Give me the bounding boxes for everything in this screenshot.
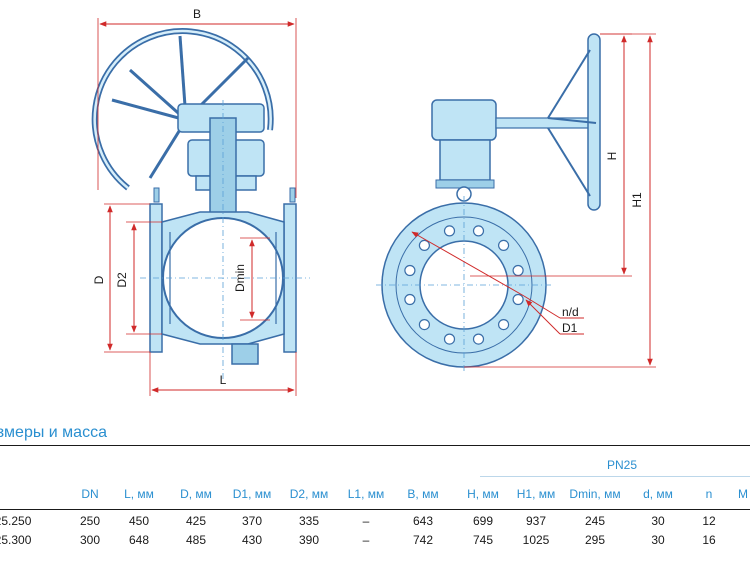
pressure-group-label: PN25 — [606, 458, 638, 472]
dim-label-h: H — [605, 152, 619, 161]
table-cell: 30 — [651, 514, 665, 528]
header-cell-l: L, мм — [124, 487, 154, 501]
header-cell-dn: DN — [81, 487, 99, 501]
bolt-hole — [512, 264, 524, 277]
dim-label-d: D — [92, 275, 106, 284]
header-cell-l1: L1, мм — [347, 487, 385, 501]
table-cell: 30 — [651, 533, 665, 547]
dim-label-dmin: Dmin — [233, 264, 247, 292]
header-cell-d2: D2, мм — [289, 487, 329, 501]
table-top-rule — [0, 445, 750, 446]
dim-label-d2: D2 — [115, 272, 129, 288]
dim-label-l: L — [220, 373, 227, 387]
bolt-hole — [443, 333, 456, 345]
bolt-hole — [418, 319, 430, 331]
table-cell: 250 — [79, 514, 101, 528]
valve-technical-drawing: B D D2 Dmin L — [91, 7, 656, 396]
table-cell: 643 — [412, 514, 434, 528]
section-title: азмеры и масса — [0, 424, 107, 441]
bolt-hole — [472, 333, 485, 345]
table-cell: 12 — [702, 514, 716, 528]
bolt-hole — [512, 293, 524, 306]
bolt-hole — [498, 319, 510, 331]
table-cell: 742 — [412, 533, 434, 547]
header-cell-dmin: Dmin, мм — [569, 487, 621, 501]
table-cell: – — [362, 514, 370, 528]
table-cell: 390 — [298, 533, 320, 547]
header-cell-d: D, мм — [180, 487, 212, 501]
front-view: B D D2 Dmin L — [91, 7, 310, 396]
dim-label-b: B — [193, 7, 201, 21]
label-d1: D1 — [562, 321, 578, 335]
table-cell: 3.025.300 — [0, 533, 32, 547]
table-cell: 648 — [128, 533, 150, 547]
side-view: H H1 n/d D1 — [376, 33, 656, 374]
header-cell-h: H, мм — [467, 487, 499, 501]
header-cell-h1: H1, мм — [516, 487, 556, 501]
table-cell: 485 — [185, 533, 207, 547]
bolt-hole — [498, 239, 510, 251]
table-cell: 425 — [185, 514, 207, 528]
table-cell: 245 — [584, 514, 606, 528]
table-cell: 450 — [128, 514, 150, 528]
pressure-group-underline — [480, 476, 750, 477]
table-cell: 295 — [584, 533, 606, 547]
table-cell: 370 — [241, 514, 263, 528]
dim-label-h1: H1 — [630, 192, 644, 208]
table-cell: 937 — [525, 514, 547, 528]
table-cell: 430 — [241, 533, 263, 547]
table-cell: 300 — [79, 533, 101, 547]
table-cell: 745 — [472, 533, 494, 547]
table-cell: 3.025.250 — [0, 514, 32, 528]
label-n-d: n/d — [562, 305, 579, 319]
table-cell: 1025 — [522, 533, 550, 547]
bolt-hole — [472, 225, 485, 237]
dimensions-table: PN25 DN L, мм D, мм D1, мм D2, мм L1, мм… — [0, 444, 750, 562]
header-cell-mass: M — [738, 487, 748, 501]
bolt-holes — [404, 225, 524, 345]
bolt-hole — [443, 225, 456, 237]
header-cell-d1: D1, мм — [232, 487, 272, 501]
table-cell: 335 — [298, 514, 320, 528]
table-cell: – — [362, 533, 370, 547]
table-cell: 16 — [702, 533, 716, 547]
bolt-hole — [404, 264, 416, 277]
bolt-hole — [404, 293, 416, 306]
bolt-hole — [418, 239, 430, 251]
header-cell-n: n — [705, 487, 713, 501]
table-header-rule — [0, 509, 750, 510]
table-cell: 699 — [472, 514, 494, 528]
header-cell-b: B, мм — [407, 487, 439, 501]
header-cell-d-bolt: d, мм — [643, 487, 673, 501]
